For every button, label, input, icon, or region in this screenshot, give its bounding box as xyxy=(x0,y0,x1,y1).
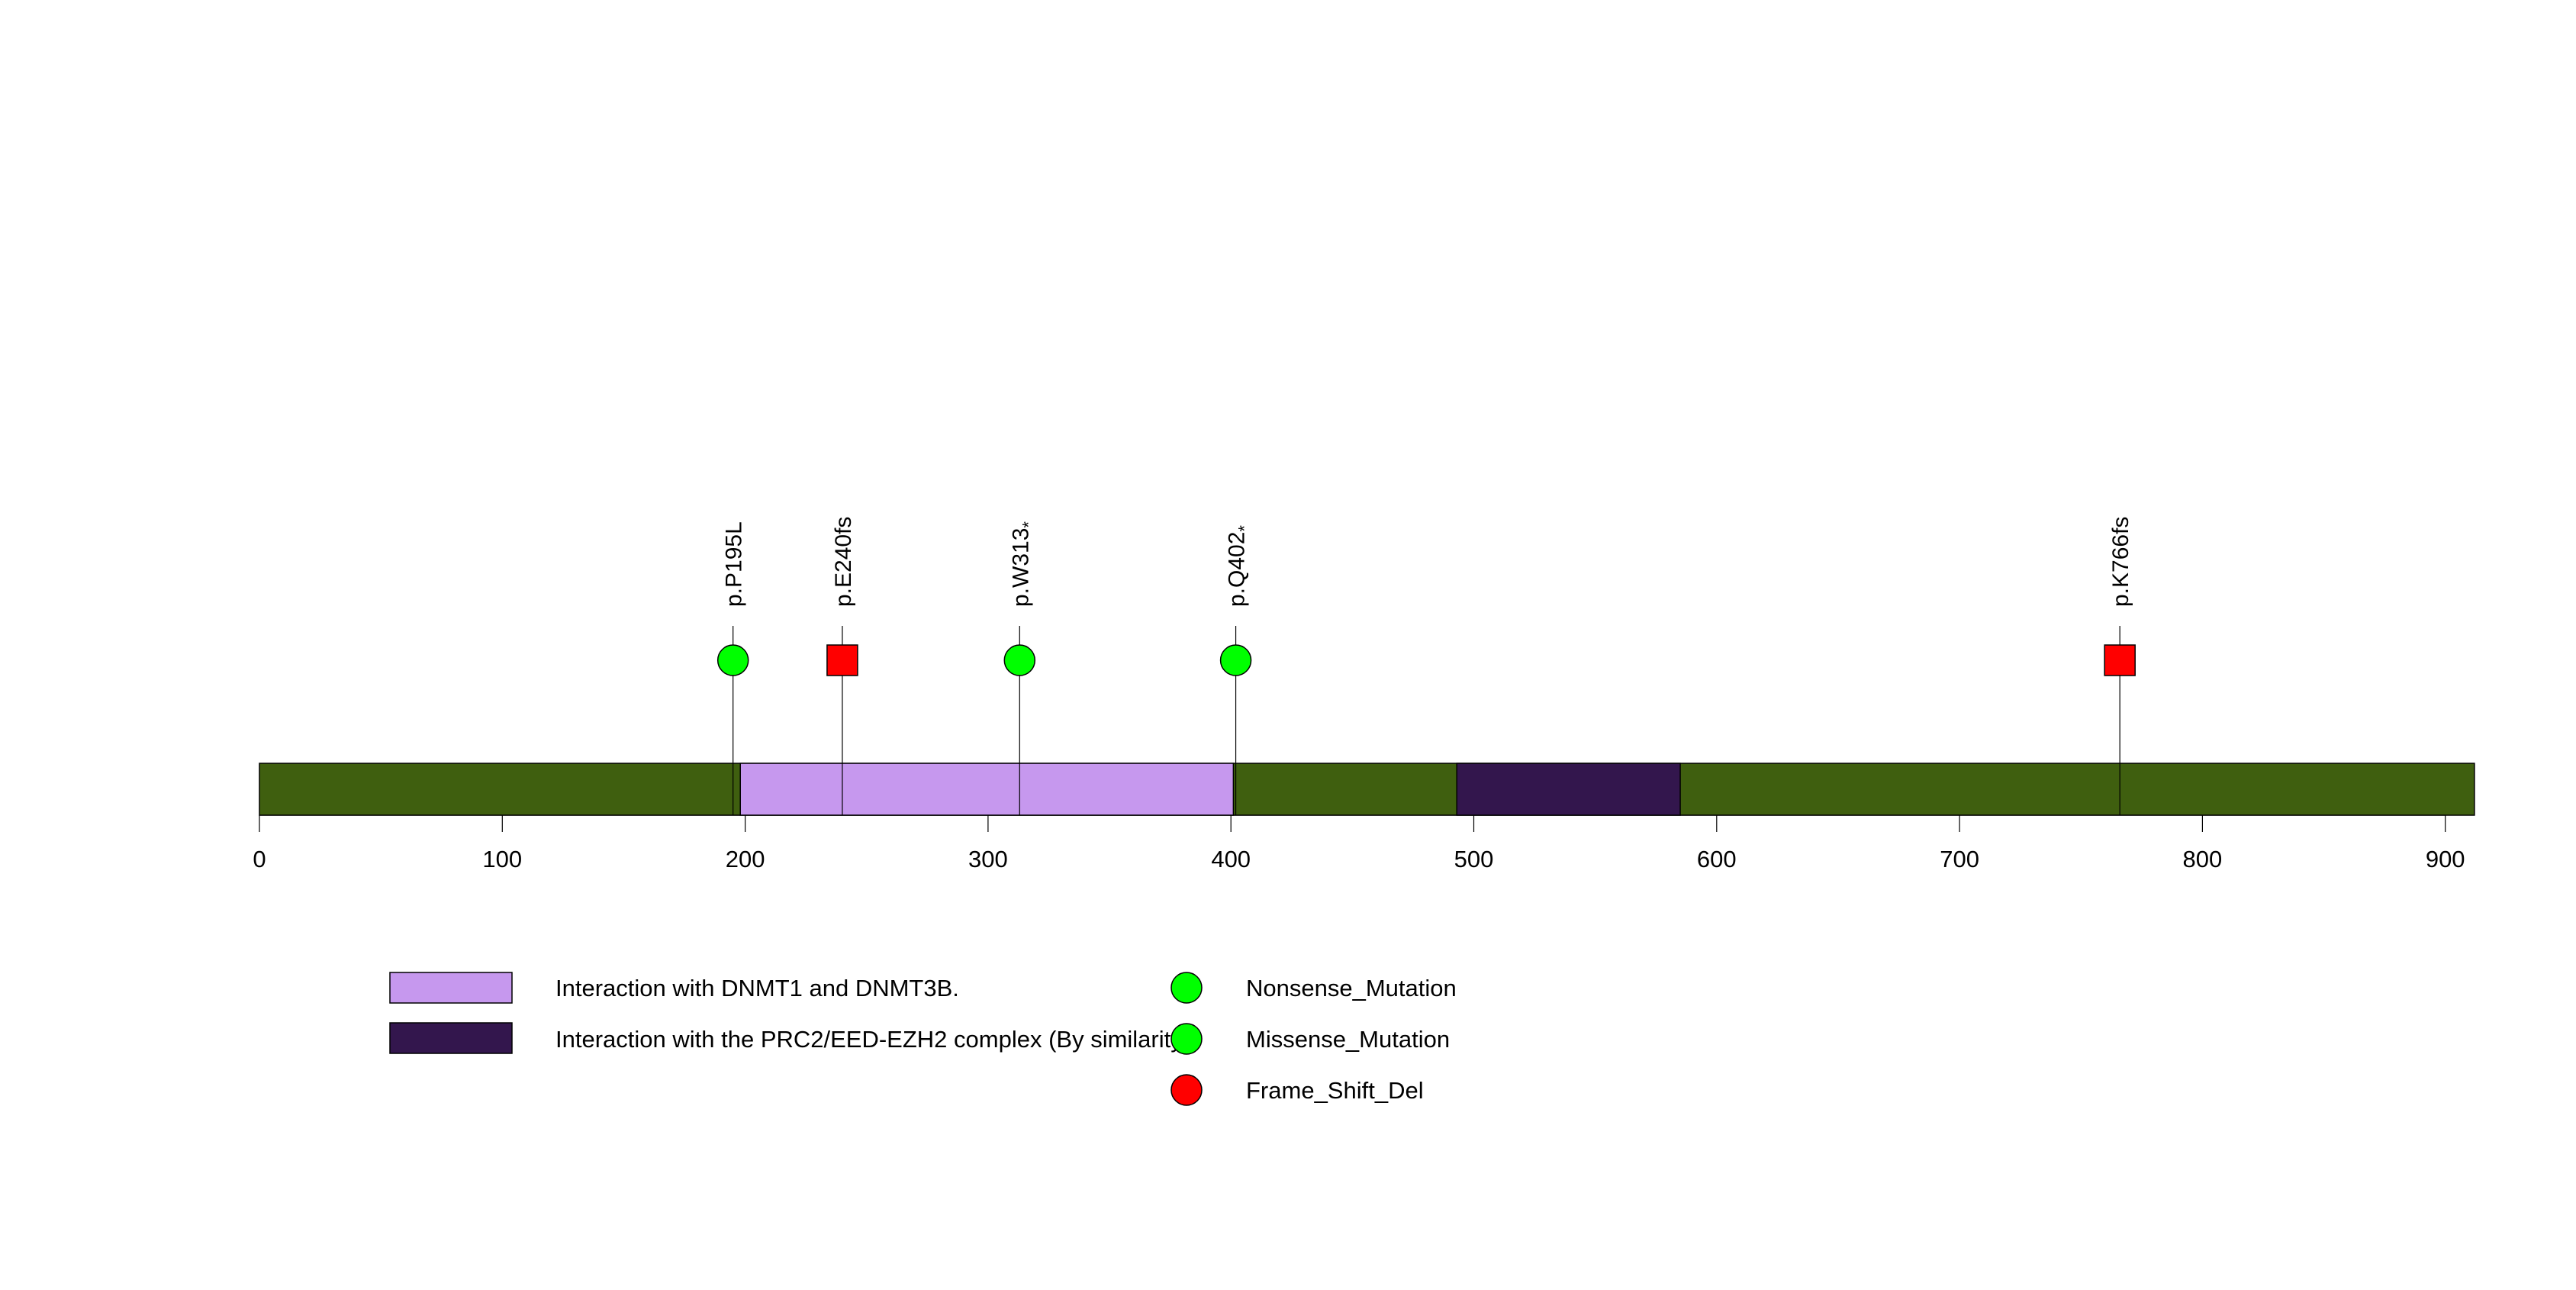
domain-region-1 xyxy=(739,763,1235,816)
mutation-markers xyxy=(716,644,2136,676)
x-tick-label-600: 600 xyxy=(1697,846,1737,872)
x-tick-label-100: 100 xyxy=(482,846,522,872)
mutation-label-4: p.Q402* xyxy=(1225,525,1254,607)
x-tick-label-800: 800 xyxy=(2183,846,2223,872)
mutation-marker-3 xyxy=(1003,644,1036,676)
protein-backbone xyxy=(259,763,2475,816)
mutation-label-3: p.W313* xyxy=(1008,521,1038,607)
x-tick-label-700: 700 xyxy=(1940,846,1979,872)
mutation-marker-2 xyxy=(826,644,858,676)
legend-domain-swatch-2 xyxy=(389,1022,513,1054)
x-tick-label-400: 400 xyxy=(1211,846,1251,872)
x-axis: 0 100 200 300 400 500 600 700 800 900 xyxy=(253,814,2465,872)
legend-frameshift-label: Frame_Shift_Del xyxy=(1246,1077,1424,1104)
mutation-marker-4 xyxy=(1219,644,1252,676)
legend-domain-swatch-1 xyxy=(389,972,513,1004)
legend-missense-label: Missense_Mutation xyxy=(1246,1026,1450,1053)
domain-region-2 xyxy=(1456,763,1681,816)
mutation-label-2: p.E240fs xyxy=(831,517,856,607)
mutation-marker-5 xyxy=(2104,644,2136,676)
x-tick-label-0: 0 xyxy=(253,846,266,872)
protein-backbone-bar xyxy=(259,763,2475,816)
legend-frameshift-marker xyxy=(1170,1074,1203,1106)
x-tick-label-500: 500 xyxy=(1454,846,1494,872)
x-tick-label-300: 300 xyxy=(968,846,1008,872)
mutation-labels: p.P195L p.E240fs p.W313* p.Q402* p.K766fs xyxy=(722,517,2133,607)
x-tick-label-200: 200 xyxy=(726,846,765,872)
mutation-label-5: p.K766fs xyxy=(2108,517,2133,607)
x-tick-label-900: 900 xyxy=(2426,846,2465,872)
legend-nonsense-marker xyxy=(1170,972,1203,1004)
legend-missense-marker xyxy=(1170,1023,1203,1055)
mutation-label-1: p.P195L xyxy=(722,521,747,607)
mutation-label-subscript-3: * xyxy=(1019,521,1038,528)
domain-regions xyxy=(739,763,1681,816)
mutation-marker-1 xyxy=(716,644,749,676)
legend-domain-label-1: Interaction with DNMT1 and DNMT3B. xyxy=(555,975,959,1001)
legend: Interaction with DNMT1 and DNMT3B. Inter… xyxy=(389,972,1457,1106)
legend-domain-label-2: Interaction with the PRC2/EED-EZH2 compl… xyxy=(555,1026,1197,1053)
mutation-label-subscript-4: * xyxy=(1235,525,1254,532)
legend-nonsense-label: Nonsense_Mutation xyxy=(1246,975,1457,1001)
